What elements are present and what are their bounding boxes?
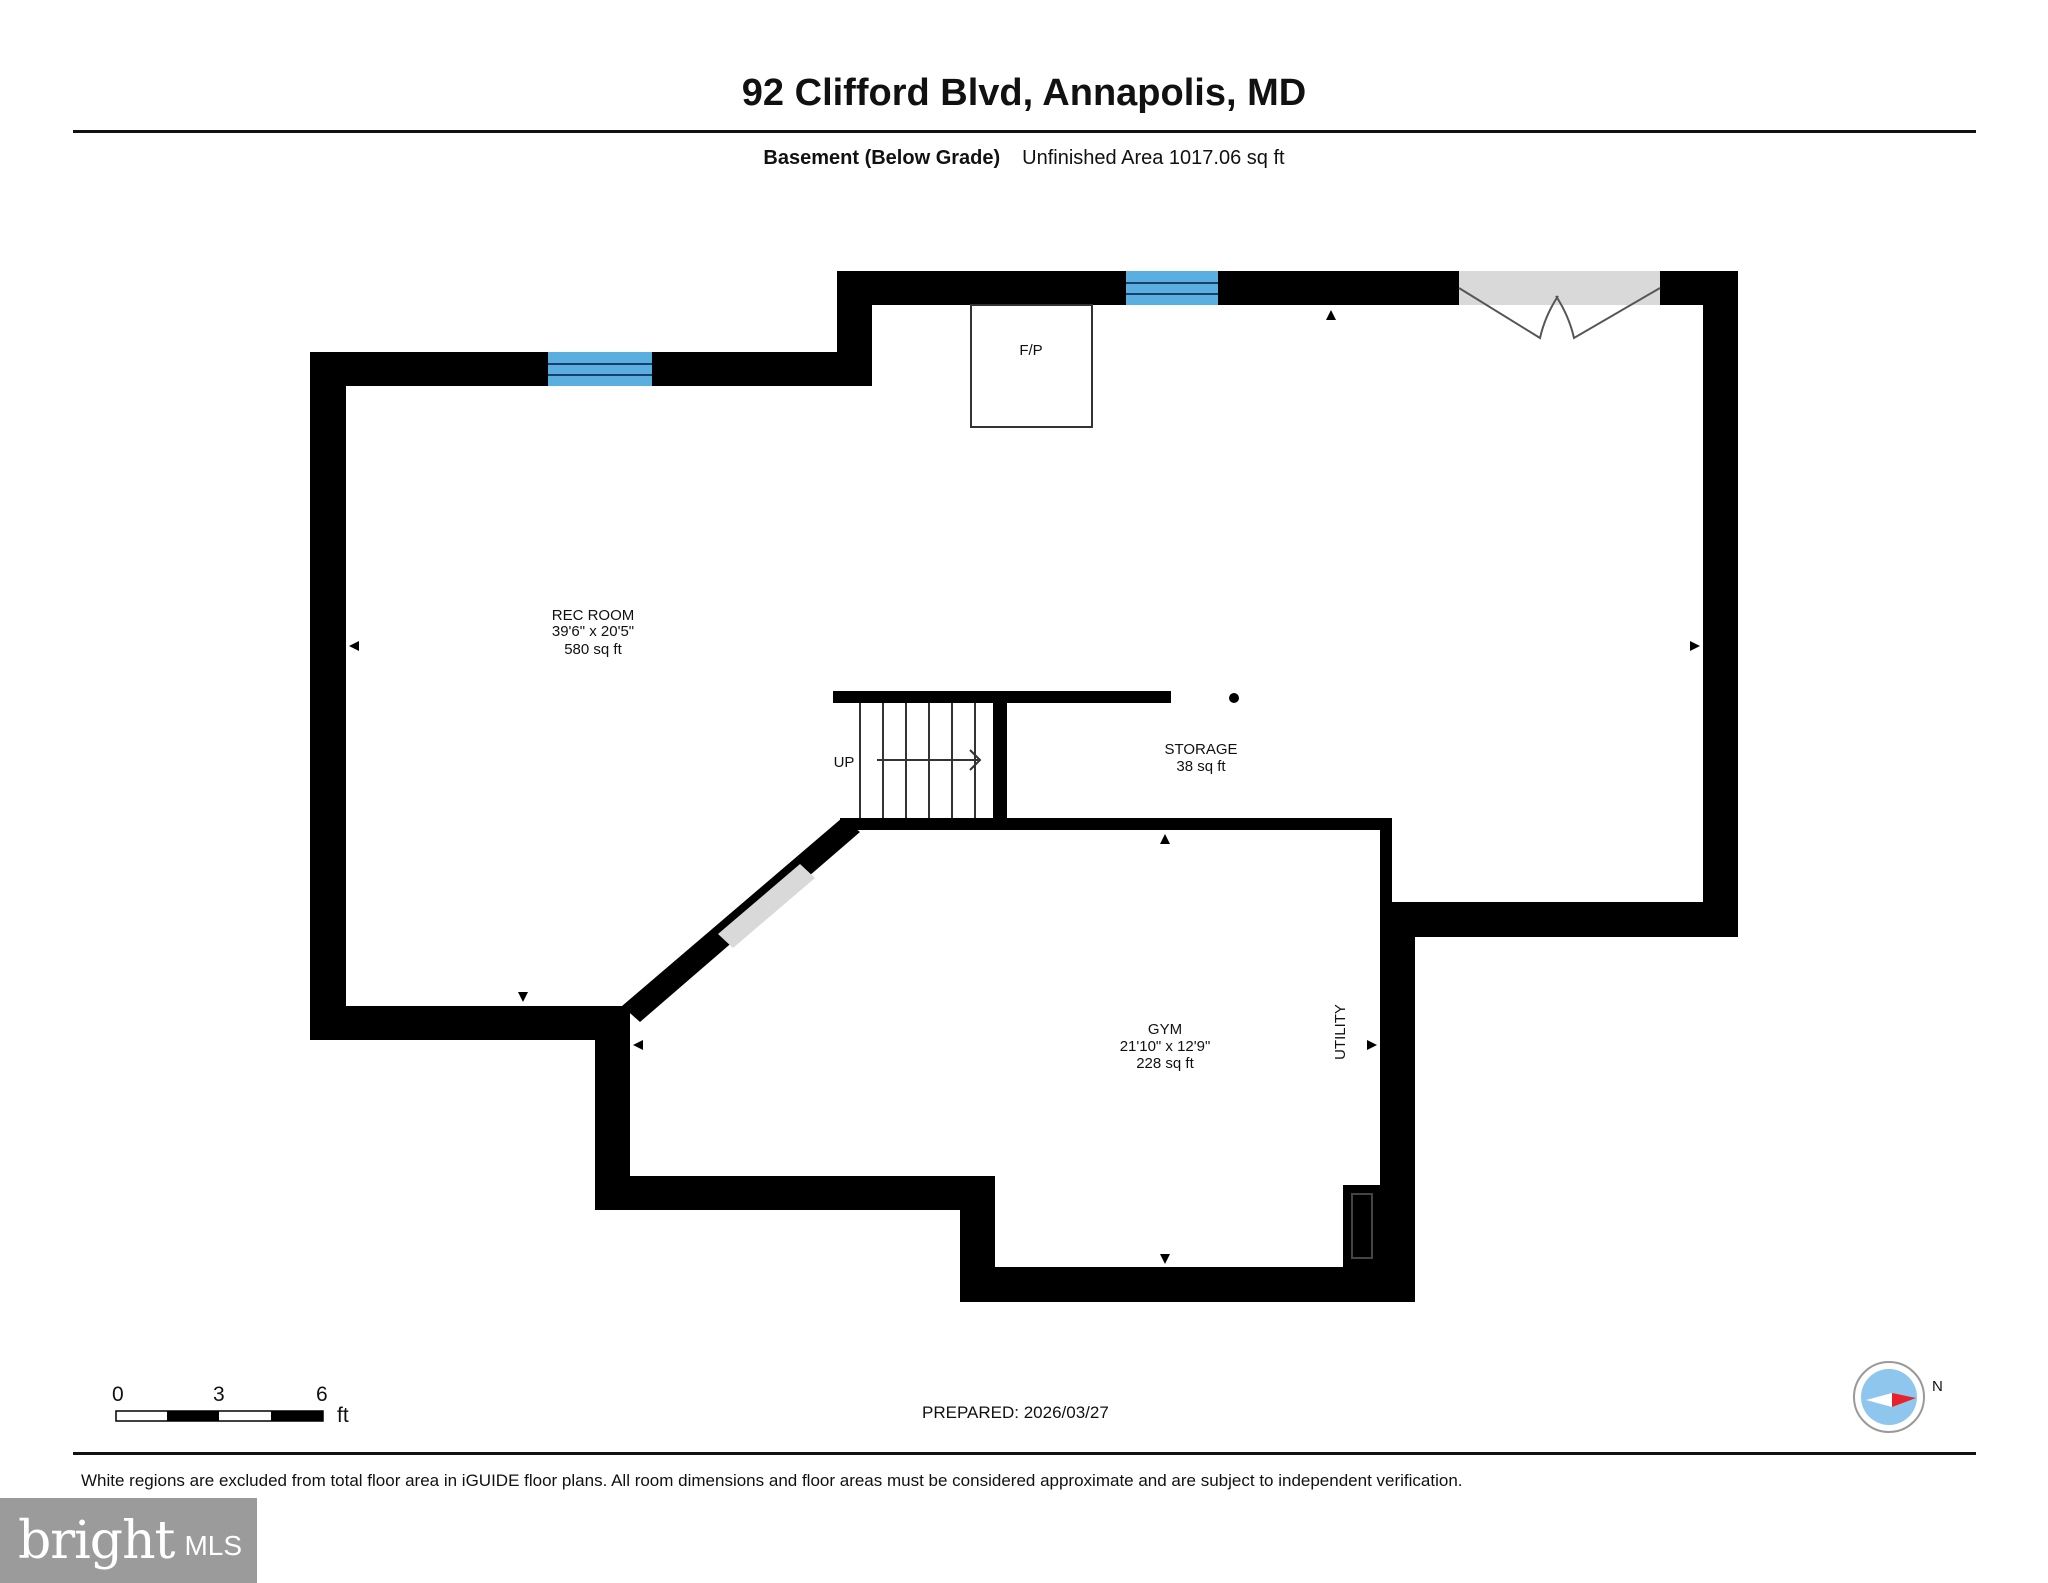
walls [310,271,1738,1302]
area-label: Unfinished Area 1017.06 sq ft [1022,147,1285,169]
rec-room-area: 580 sq ft [564,641,622,658]
gym-dims: 21'10" x 12'9" [1120,1038,1211,1055]
window-rec-room [548,352,652,386]
disclaimer-text: White regions are excluded from total fl… [81,1471,1463,1490]
diagonal-doorway [718,864,815,948]
level-label: Basement (Below Grade) [763,147,1001,169]
footer-divider [73,1452,1976,1455]
stairs-label: UP [834,754,855,771]
storage-area: 38 sq ft [1176,758,1226,775]
storage-name: STORAGE [1164,741,1237,758]
scale-unit: ft [337,1404,349,1427]
scale-label-0: 0 [112,1383,124,1406]
scale-label-6: 6 [316,1383,328,1406]
scale-bar [115,1410,324,1422]
compass-icon [1853,1361,1925,1433]
dimension-markers [349,310,1700,1264]
scale-label-3: 3 [213,1383,225,1406]
fireplace-label: F/P [1019,342,1042,359]
stairs [859,703,982,818]
header-divider [73,130,1976,133]
gym-area: 228 sq ft [1136,1055,1194,1072]
rec-room-name: REC ROOM [552,607,635,624]
storage-marker [1229,693,1239,703]
utility-box [1343,1185,1380,1267]
utility-label: UTILITY [1332,1004,1349,1060]
fireplace-outline [970,304,1093,428]
window-top [1126,271,1218,305]
gym-name: GYM [1148,1021,1182,1038]
compass-north-label: N [1932,1378,1943,1395]
rec-room-dims: 39'6" x 20'5" [552,623,634,640]
bright-mls-logo: bright MLS [0,1498,257,1583]
page-title: 92 Clifford Blvd, Annapolis, MD [741,72,1307,114]
logo-brand: bright [18,1510,175,1571]
prepared-date: PREPARED: 2026/03/27 [922,1403,1109,1422]
floor-subtitle: Basement (Below Grade) Unfinished Area 10… [0,147,2048,170]
logo-suffix: MLS [184,1529,243,1561]
double-door [1458,271,1661,340]
